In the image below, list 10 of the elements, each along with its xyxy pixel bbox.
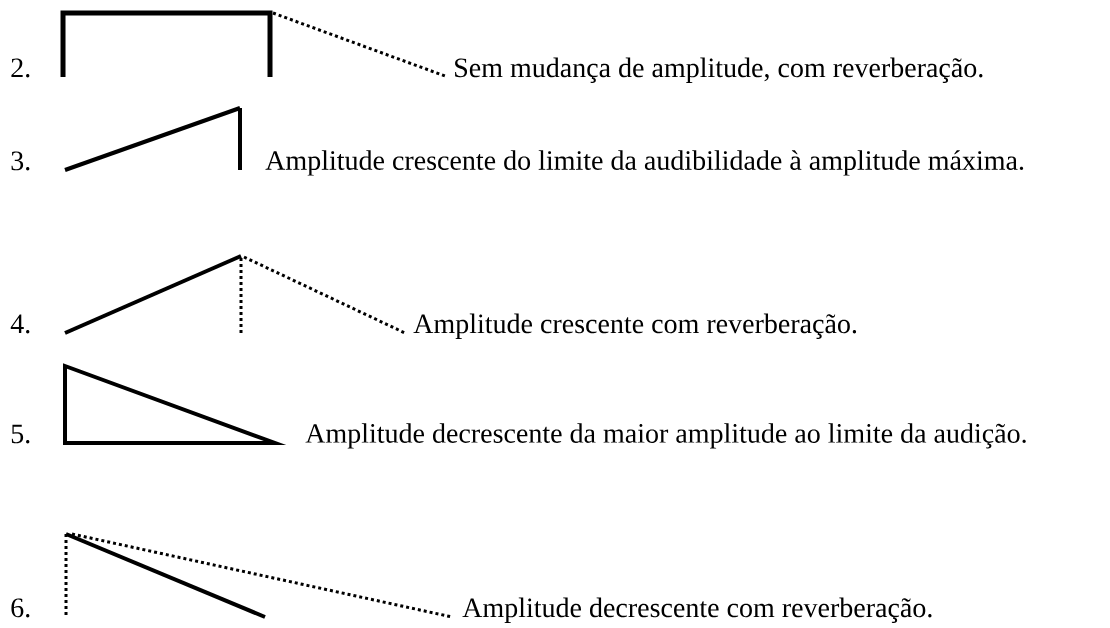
list-number: 2. [11, 58, 30, 78]
list-number: 4. [10, 314, 30, 334]
list-number: 5. [11, 424, 30, 444]
description-text: Amplitude decrescente com reverberação. [462, 597, 932, 623]
list-number: 3. [11, 151, 30, 171]
description-text: Sem mudança de amplitude, com reverberação. [455, 57, 983, 83]
description-text: Amplitude decrescente da maior amplitude ao limite da audição. [305, 423, 1026, 449]
list-number: 6. [11, 598, 30, 618]
description-text: Amplitude crescente com reverberação. [413, 313, 857, 339]
description-text: Amplitude crescente do limite da audibilidade à amplitude máxima. [265, 150, 1024, 176]
